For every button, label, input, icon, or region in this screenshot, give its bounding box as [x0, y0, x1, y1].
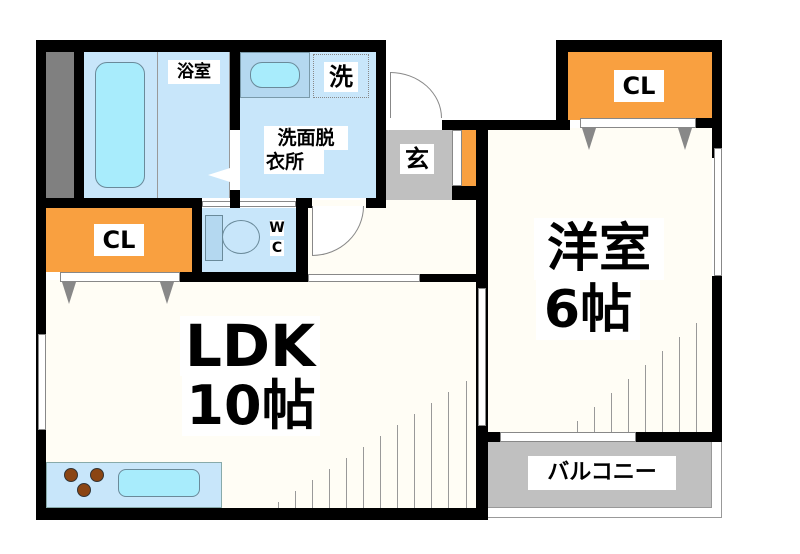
- toilet-tank-icon: [205, 215, 223, 261]
- wall: [36, 508, 488, 520]
- wall: [376, 40, 386, 208]
- closet-right-label: CL: [614, 70, 664, 102]
- toilet-bowl-icon: [222, 220, 260, 254]
- stove-burner-icon: [64, 468, 78, 482]
- closet-right-door-arrow-icon: [582, 128, 596, 150]
- wall: [36, 40, 386, 52]
- wall: [476, 432, 488, 520]
- floor-hatch: [645, 365, 646, 432]
- toilet-label-c: C: [270, 240, 284, 256]
- balcony-rail: [488, 508, 722, 518]
- laundry-label: 洗: [324, 62, 358, 92]
- floor-hatch: [363, 447, 364, 508]
- entrance-label: 玄: [400, 144, 434, 174]
- stove-burner-icon: [77, 483, 91, 497]
- wall: [230, 190, 240, 208]
- washing-machine-space: [313, 54, 369, 98]
- ldk-hall-sliding-door[interactable]: [308, 274, 420, 282]
- closet-right-doors[interactable]: [580, 118, 696, 128]
- wall: [712, 40, 722, 158]
- floor-hatch: [577, 421, 578, 432]
- pillar: [46, 52, 74, 198]
- window-western-east[interactable]: [714, 148, 722, 276]
- floor-hatch: [380, 436, 381, 508]
- closet-right-door-arrow-icon: [678, 128, 692, 150]
- window-ldk-west[interactable]: [38, 334, 46, 430]
- floor-hatch: [679, 337, 680, 432]
- bathtub-icon: [95, 62, 145, 188]
- shoe-closet: [462, 130, 476, 194]
- floor-hatch: [628, 379, 629, 432]
- wall: [36, 40, 46, 520]
- wall: [636, 432, 722, 442]
- sink-icon: [250, 62, 300, 88]
- wall: [556, 40, 722, 52]
- wall: [442, 120, 570, 130]
- floor-hatch: [312, 480, 313, 508]
- floor-hatch: [466, 381, 467, 508]
- floor-hatch: [346, 458, 347, 508]
- closet-left-door-arrow-icon: [62, 282, 76, 304]
- toilet-label-w: W: [269, 220, 285, 236]
- wall: [192, 198, 202, 282]
- wall: [36, 198, 196, 208]
- bath-door-arrow-icon: [208, 168, 230, 182]
- bathroom-divider: [157, 52, 158, 198]
- floor-hatch: [696, 323, 697, 432]
- floor-hatch: [397, 425, 398, 508]
- wall: [296, 198, 308, 282]
- wall: [230, 52, 240, 130]
- western-room-label: 洋室: [534, 218, 664, 280]
- closet-left-doors[interactable]: [60, 272, 180, 282]
- stove-burner-icon: [90, 468, 104, 482]
- toilet-door[interactable]: [202, 201, 296, 207]
- closet-left-door-arrow-icon: [160, 282, 174, 304]
- floor-hatch: [295, 491, 296, 508]
- floor-hatch: [662, 351, 663, 432]
- bathroom-label: 浴室: [168, 60, 220, 84]
- floor-hatch: [448, 392, 449, 508]
- balcony-label: バルコニー: [528, 456, 676, 490]
- ldk-label: LDK: [180, 316, 320, 376]
- floor-hatch: [431, 403, 432, 508]
- western-room-size-label: 6帖: [536, 280, 640, 340]
- window-ldk-east[interactable]: [478, 288, 486, 426]
- floor-hatch: [594, 407, 595, 432]
- wall: [556, 40, 568, 130]
- wall: [476, 432, 500, 442]
- washroom-label-line2: 衣所: [264, 150, 324, 174]
- wall: [696, 118, 712, 128]
- wall: [180, 272, 308, 282]
- wall: [452, 186, 476, 200]
- wall: [712, 276, 722, 442]
- kitchen-sink-icon: [118, 469, 200, 497]
- wall: [420, 274, 482, 282]
- wall: [74, 52, 84, 208]
- floor-hatch: [329, 469, 330, 508]
- floor-hatch: [414, 414, 415, 508]
- wall: [366, 198, 386, 208]
- closet-left-label: CL: [94, 224, 144, 256]
- floor-hatch: [278, 502, 279, 508]
- balcony-rail-right: [712, 442, 722, 512]
- washroom-label-line1: 洗面脱: [264, 126, 348, 150]
- shoe-closet-door: [452, 130, 462, 186]
- ldk-size-label: 10帖: [182, 376, 320, 436]
- front-door-swing[interactable]: [390, 72, 442, 118]
- window-balcony-door[interactable]: [500, 432, 636, 442]
- floor-hatch: [611, 393, 612, 432]
